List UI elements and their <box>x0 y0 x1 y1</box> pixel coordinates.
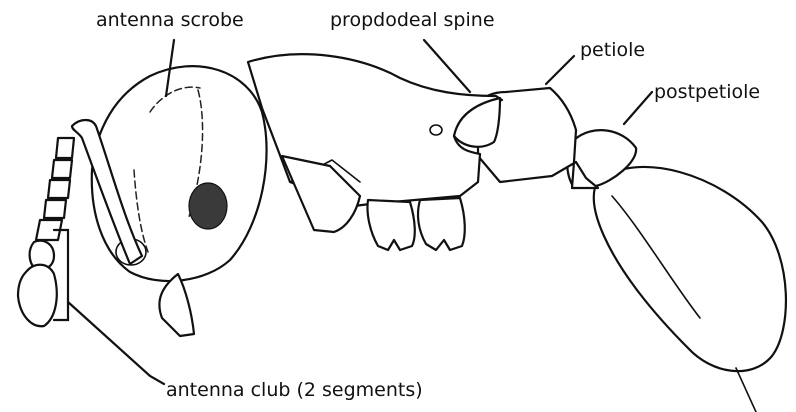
compound-eye <box>189 183 227 229</box>
label-propodeal-spine: propdodeal spine <box>330 9 495 31</box>
gaster <box>594 167 786 412</box>
label-petiole: petiole <box>580 39 645 61</box>
label-antenna-club: antenna club (2 segments) <box>166 379 423 401</box>
mesosoma <box>248 54 502 206</box>
label-postpetiole: postpetiole <box>654 81 760 103</box>
label-antenna-scrobe: antenna scrobe <box>96 9 244 31</box>
